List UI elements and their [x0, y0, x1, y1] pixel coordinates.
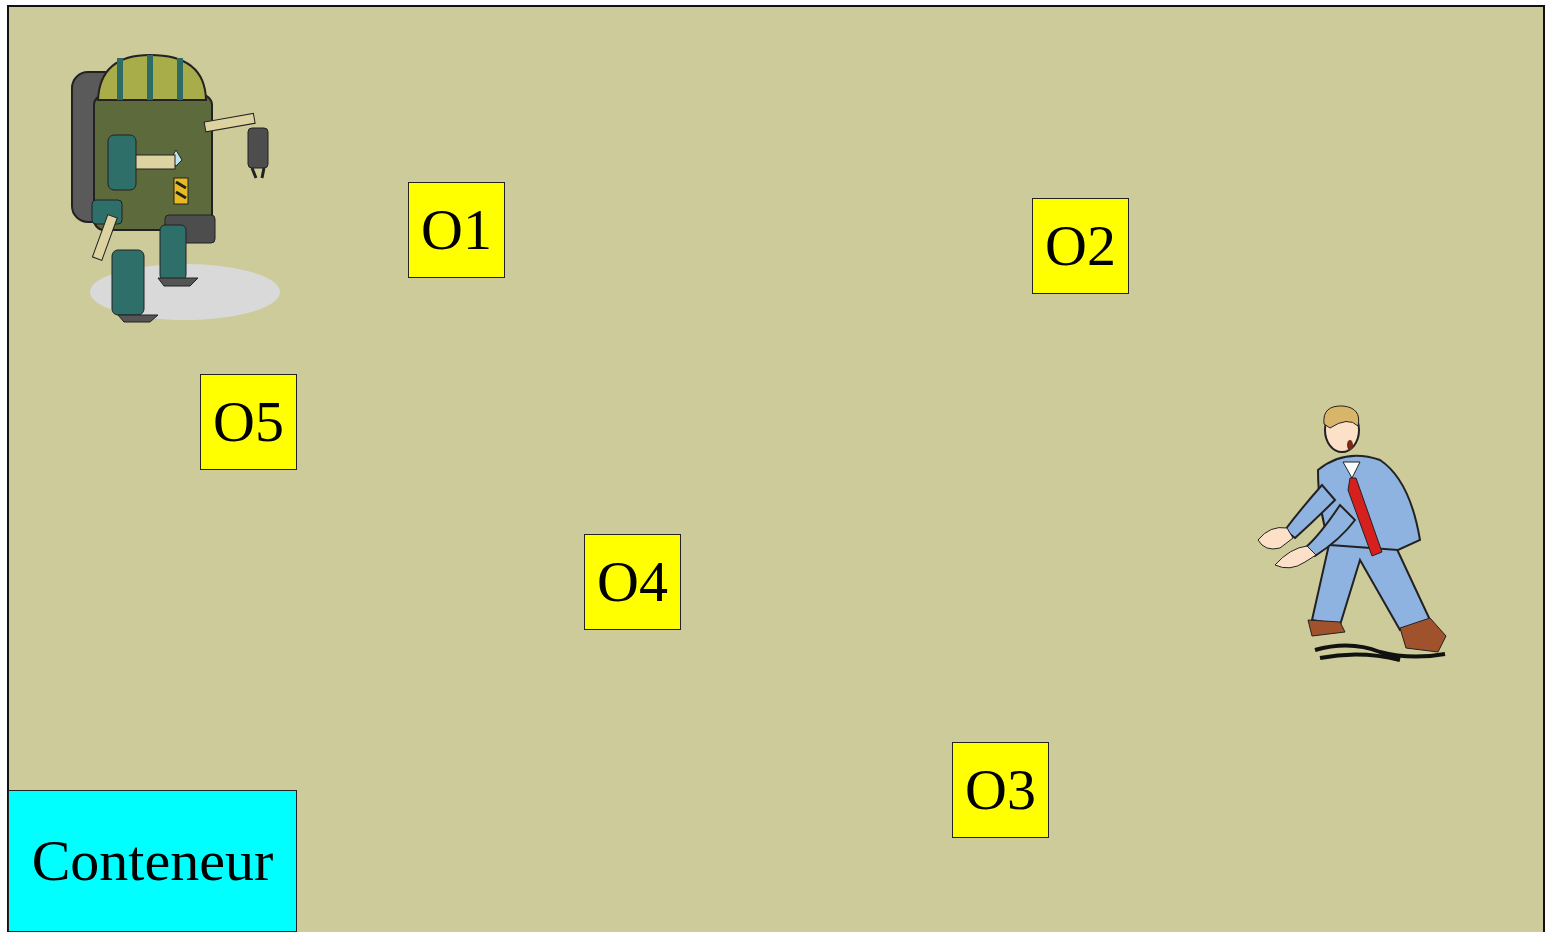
- object-box: O5: [200, 374, 297, 470]
- box-label: O2: [1045, 217, 1116, 275]
- man-figure: [1258, 406, 1446, 660]
- box-label: O5: [213, 393, 284, 451]
- box-label: O3: [965, 761, 1036, 819]
- container-box: Conteneur: [8, 790, 297, 932]
- box-label: O4: [597, 553, 668, 611]
- robot-figure: [72, 55, 280, 322]
- object-box: O2: [1032, 198, 1129, 294]
- object-box: O3: [952, 742, 1049, 838]
- object-box: O4: [584, 534, 681, 630]
- floor: [8, 6, 1544, 932]
- box-label: O1: [421, 201, 492, 259]
- object-box: O1: [408, 182, 505, 278]
- box-label: Conteneur: [32, 832, 274, 890]
